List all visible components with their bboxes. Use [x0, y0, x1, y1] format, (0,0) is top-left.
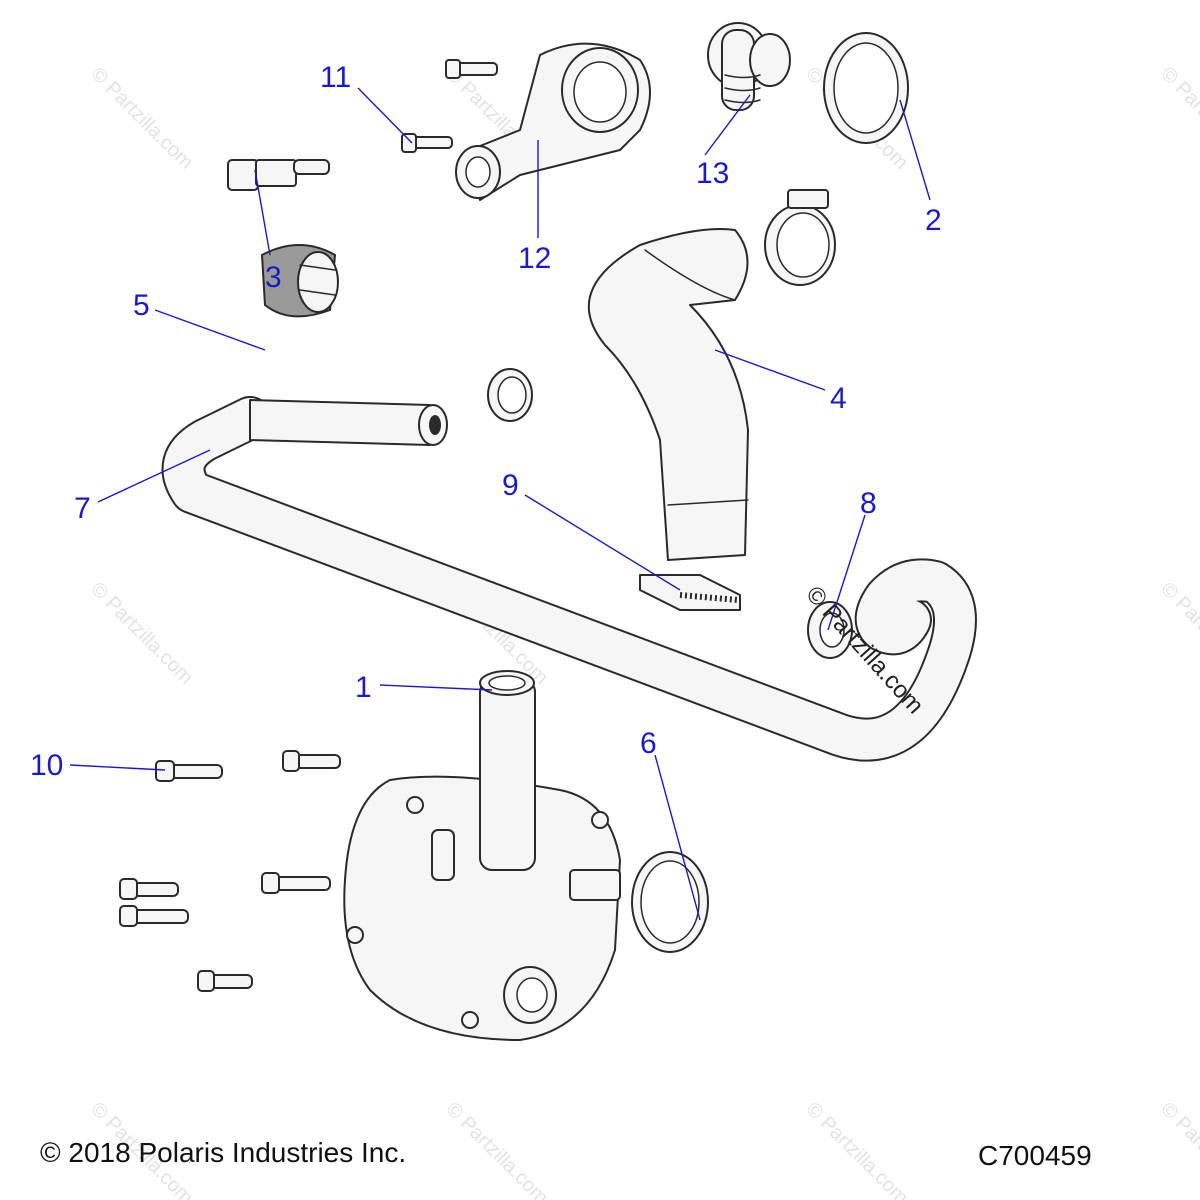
callout-4: 4: [830, 382, 847, 415]
callout-6: 6: [640, 727, 657, 760]
part-9-band-clamp: [639, 574, 741, 611]
watermark-text: © Partzilla.com: [1156, 63, 1200, 174]
watermark-text: © Partzilla.com: [86, 63, 197, 174]
part-5-hose-clamp: [260, 244, 339, 318]
hose-clamp-small: [487, 368, 533, 422]
watermark-text: © Partzilla.com: [1156, 578, 1200, 689]
part-12-thermostat-housing: [455, 42, 651, 201]
watermarks: © Partzilla.com © Partzilla.com © Partzi…: [86, 63, 1200, 1200]
callout-10: 10: [30, 749, 63, 782]
watermark-text: © Partzilla.com: [1156, 1098, 1200, 1200]
part-8-hose-clamp: [807, 601, 853, 659]
watermark-text: © Partzilla.com: [441, 1098, 552, 1200]
part-2-seal-ring: [823, 32, 909, 144]
part-11-bolts: [401, 59, 498, 153]
part-1-water-pump: [343, 670, 621, 1041]
leader-lines: [69, 87, 931, 921]
drawing-number: C700459: [978, 1140, 1092, 1171]
callout-7: 7: [74, 492, 91, 525]
watermark-text: © Partzilla.com: [801, 1098, 912, 1200]
copyright-notice: © 2018 Polaris Industries Inc.: [40, 1137, 406, 1168]
callout-11: 11: [320, 61, 351, 94]
callout-1: 1: [355, 671, 372, 704]
callout-13: 13: [696, 157, 729, 190]
callout-5: 5: [133, 289, 150, 322]
callout-12: 12: [518, 242, 551, 275]
callout-9: 9: [502, 469, 519, 502]
hose-clamp-upper: [764, 189, 836, 286]
watermark-text: © Partzilla.com: [86, 578, 197, 689]
callout-labels: 1 2 3 4 5 6 7 8 9 10 11 12 13: [30, 61, 942, 782]
callout-3: 3: [265, 261, 282, 294]
callout-8: 8: [860, 487, 877, 520]
callout-2: 2: [925, 204, 942, 237]
part-4-radiator-hose: [587, 228, 749, 561]
part-10-bolts: [119, 750, 341, 992]
part-7-bypass-hose: [161, 396, 977, 762]
part-6-seal-ring: [631, 851, 709, 953]
part-3-temperature-sensor: [227, 159, 330, 191]
